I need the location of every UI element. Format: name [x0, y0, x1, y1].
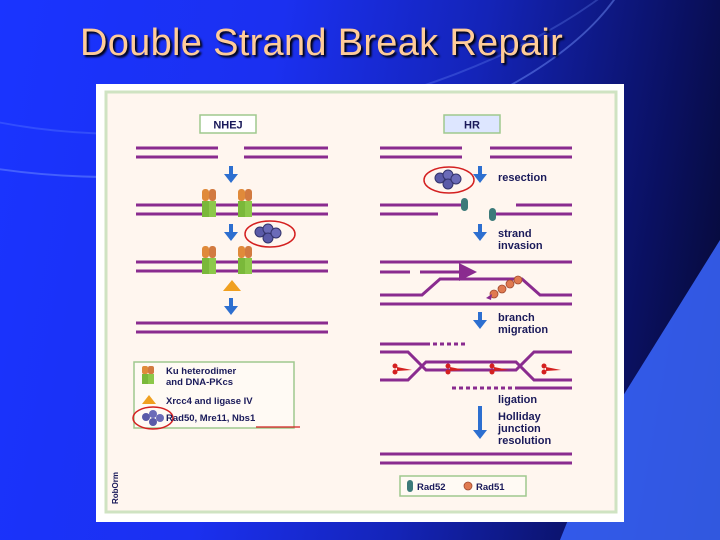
step-resolution-1: Holliday [498, 411, 542, 423]
legend-ku-line1: Ku heterodimer [166, 366, 237, 377]
ku-heterodimer-icon [238, 246, 252, 274]
rad52-icon [489, 208, 496, 221]
legend-rad52-icon [407, 480, 413, 492]
step-resolution-2: junction [497, 423, 541, 435]
step-resection: resection [498, 172, 547, 184]
legend-rad51-icon [464, 482, 472, 490]
rad52-icon [461, 198, 468, 211]
hr-legend: Rad52 Rad51 [400, 476, 526, 496]
step-strand-invasion-2: invasion [498, 240, 543, 252]
dsb-repair-figure: NHEJ HR [96, 84, 624, 522]
figure-canvas: NHEJ HR [96, 84, 624, 522]
step-strand-invasion-1: strand [498, 228, 532, 240]
step-branch-migration-1: branch [498, 312, 535, 324]
legend-ku-line2: and DNA-PKcs [166, 377, 233, 388]
figure-frame [106, 92, 616, 512]
legend-rad52: Rad52 [417, 482, 446, 493]
slide-title: Double Strand Break Repair [80, 22, 563, 65]
legend-xrcc4: Xrcc4 and ligase IV [166, 396, 253, 407]
hr-header: HR [464, 120, 480, 132]
ku-heterodimer-icon [202, 246, 216, 274]
nhej-legend: Ku heterodimer and DNA-PKcs Xrcc4 and li… [133, 362, 300, 429]
legend-mrn: Rad50, Mre11, Nbs1 [166, 413, 256, 424]
ku-heterodimer-icon [238, 189, 252, 217]
legend-rad51: Rad51 [476, 482, 505, 493]
figure-credit: RobOrm [111, 472, 120, 504]
nhej-header: NHEJ [213, 120, 242, 132]
step-resolution-3: resolution [498, 435, 551, 447]
ku-heterodimer-icon [202, 189, 216, 217]
step-ligation: ligation [498, 394, 537, 406]
step-branch-migration-2: migration [498, 324, 548, 336]
